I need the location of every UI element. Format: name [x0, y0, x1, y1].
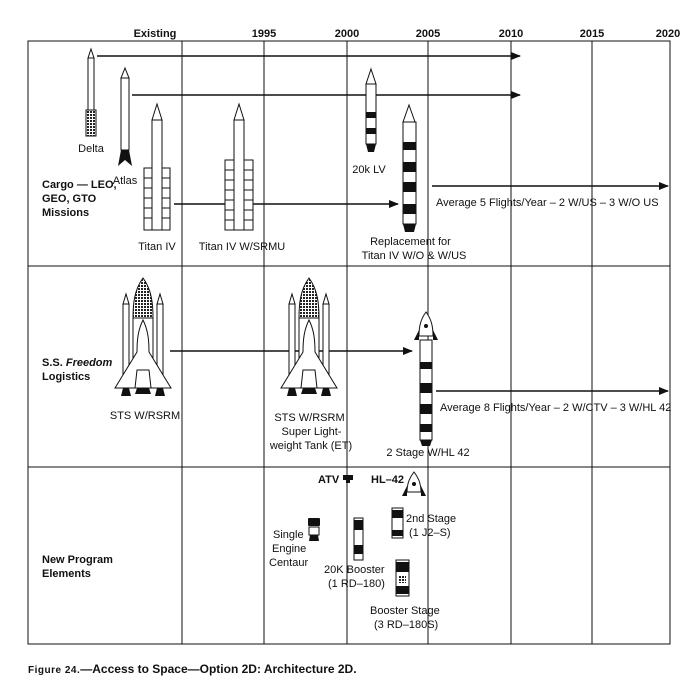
figure-number: Figure 24. [28, 665, 81, 676]
column-header-2005: 2005 [416, 28, 440, 40]
booster-stage-icon [395, 559, 410, 597]
label-titan-iv: Titan IV [138, 241, 176, 253]
replacement-rocket-icon [402, 103, 417, 232]
label-20k-booster: 20K Booster (1 RD–180) [324, 564, 388, 590]
cargo-flight-rate: Average 5 Flights/Year – 2 W/US – 3 W/O … [436, 197, 659, 209]
sts-rsrm-slwt-shuttle-icon [280, 277, 338, 396]
lv-20k-rocket-icon [365, 67, 377, 152]
atlas-rocket-icon [118, 66, 132, 166]
figure-caption: Figure 24.—Access to Space—Option 2D: Ar… [28, 662, 357, 676]
label-atv: ATV [318, 474, 340, 486]
column-header-2015: 2015 [580, 28, 604, 40]
column-header-2020: 2020 [656, 28, 680, 40]
second-stage-icon [391, 507, 404, 539]
label-hl42: HL–42 [371, 474, 404, 486]
centaur-icon [308, 518, 320, 541]
column-header-1995: 1995 [252, 28, 276, 40]
hl42-spaceplane-icon [402, 471, 426, 496]
label-second-stage: 2nd Stage (1 J2–S) [406, 513, 459, 539]
titan-iv-rocket-icon [143, 102, 171, 231]
label-atlas: Atlas [113, 175, 138, 187]
label-centaur: Single Engine Centaur [269, 529, 309, 569]
timeline-arrows [97, 52, 669, 395]
row-label-freedom-logistics: S.S. Freedom Logistics [42, 357, 115, 383]
column-header-2010: 2010 [499, 28, 523, 40]
delta-rocket-icon [85, 47, 97, 137]
label-titan-iv-srmu: Titan IV W/SRMU [199, 241, 285, 253]
logistics-flight-rate: Average 8 Flights/Year – 2 W/CTV – 3 W/H… [440, 402, 671, 414]
label-sts-rsrm-slwt: STS W/RSRM Super Light- weight Tank (ET) [269, 412, 352, 452]
atv-icon [343, 475, 353, 483]
booster-20k-icon [353, 517, 364, 561]
two-stage-hl42-rocket-icon [414, 311, 438, 446]
label-booster-stage: Booster Stage (3 RD–180S) [370, 605, 443, 631]
sts-rsrm-shuttle-icon [114, 277, 172, 396]
label-delta: Delta [78, 143, 105, 155]
label-replacement: Replacement for Titan IV W/O & W/US [362, 236, 467, 262]
timeline-grid [27, 40, 671, 645]
column-header-existing: Existing [134, 28, 177, 40]
label-2-stage-hl42: 2 Stage W/HL 42 [386, 447, 469, 459]
titan-iv-srmu-rocket-icon [224, 102, 254, 231]
row-label-cargo: Cargo — LEO, GEO, GTO Missions [42, 179, 120, 219]
column-header-2000: 2000 [335, 28, 359, 40]
figure-caption-text: —Access to Space—Option 2D: Architecture… [80, 662, 357, 676]
label-20k-lv: 20k LV [352, 164, 386, 176]
label-sts-rsrm: STS W/RSRM [110, 410, 180, 422]
row-label-new-program: New Program Elements [42, 554, 116, 580]
